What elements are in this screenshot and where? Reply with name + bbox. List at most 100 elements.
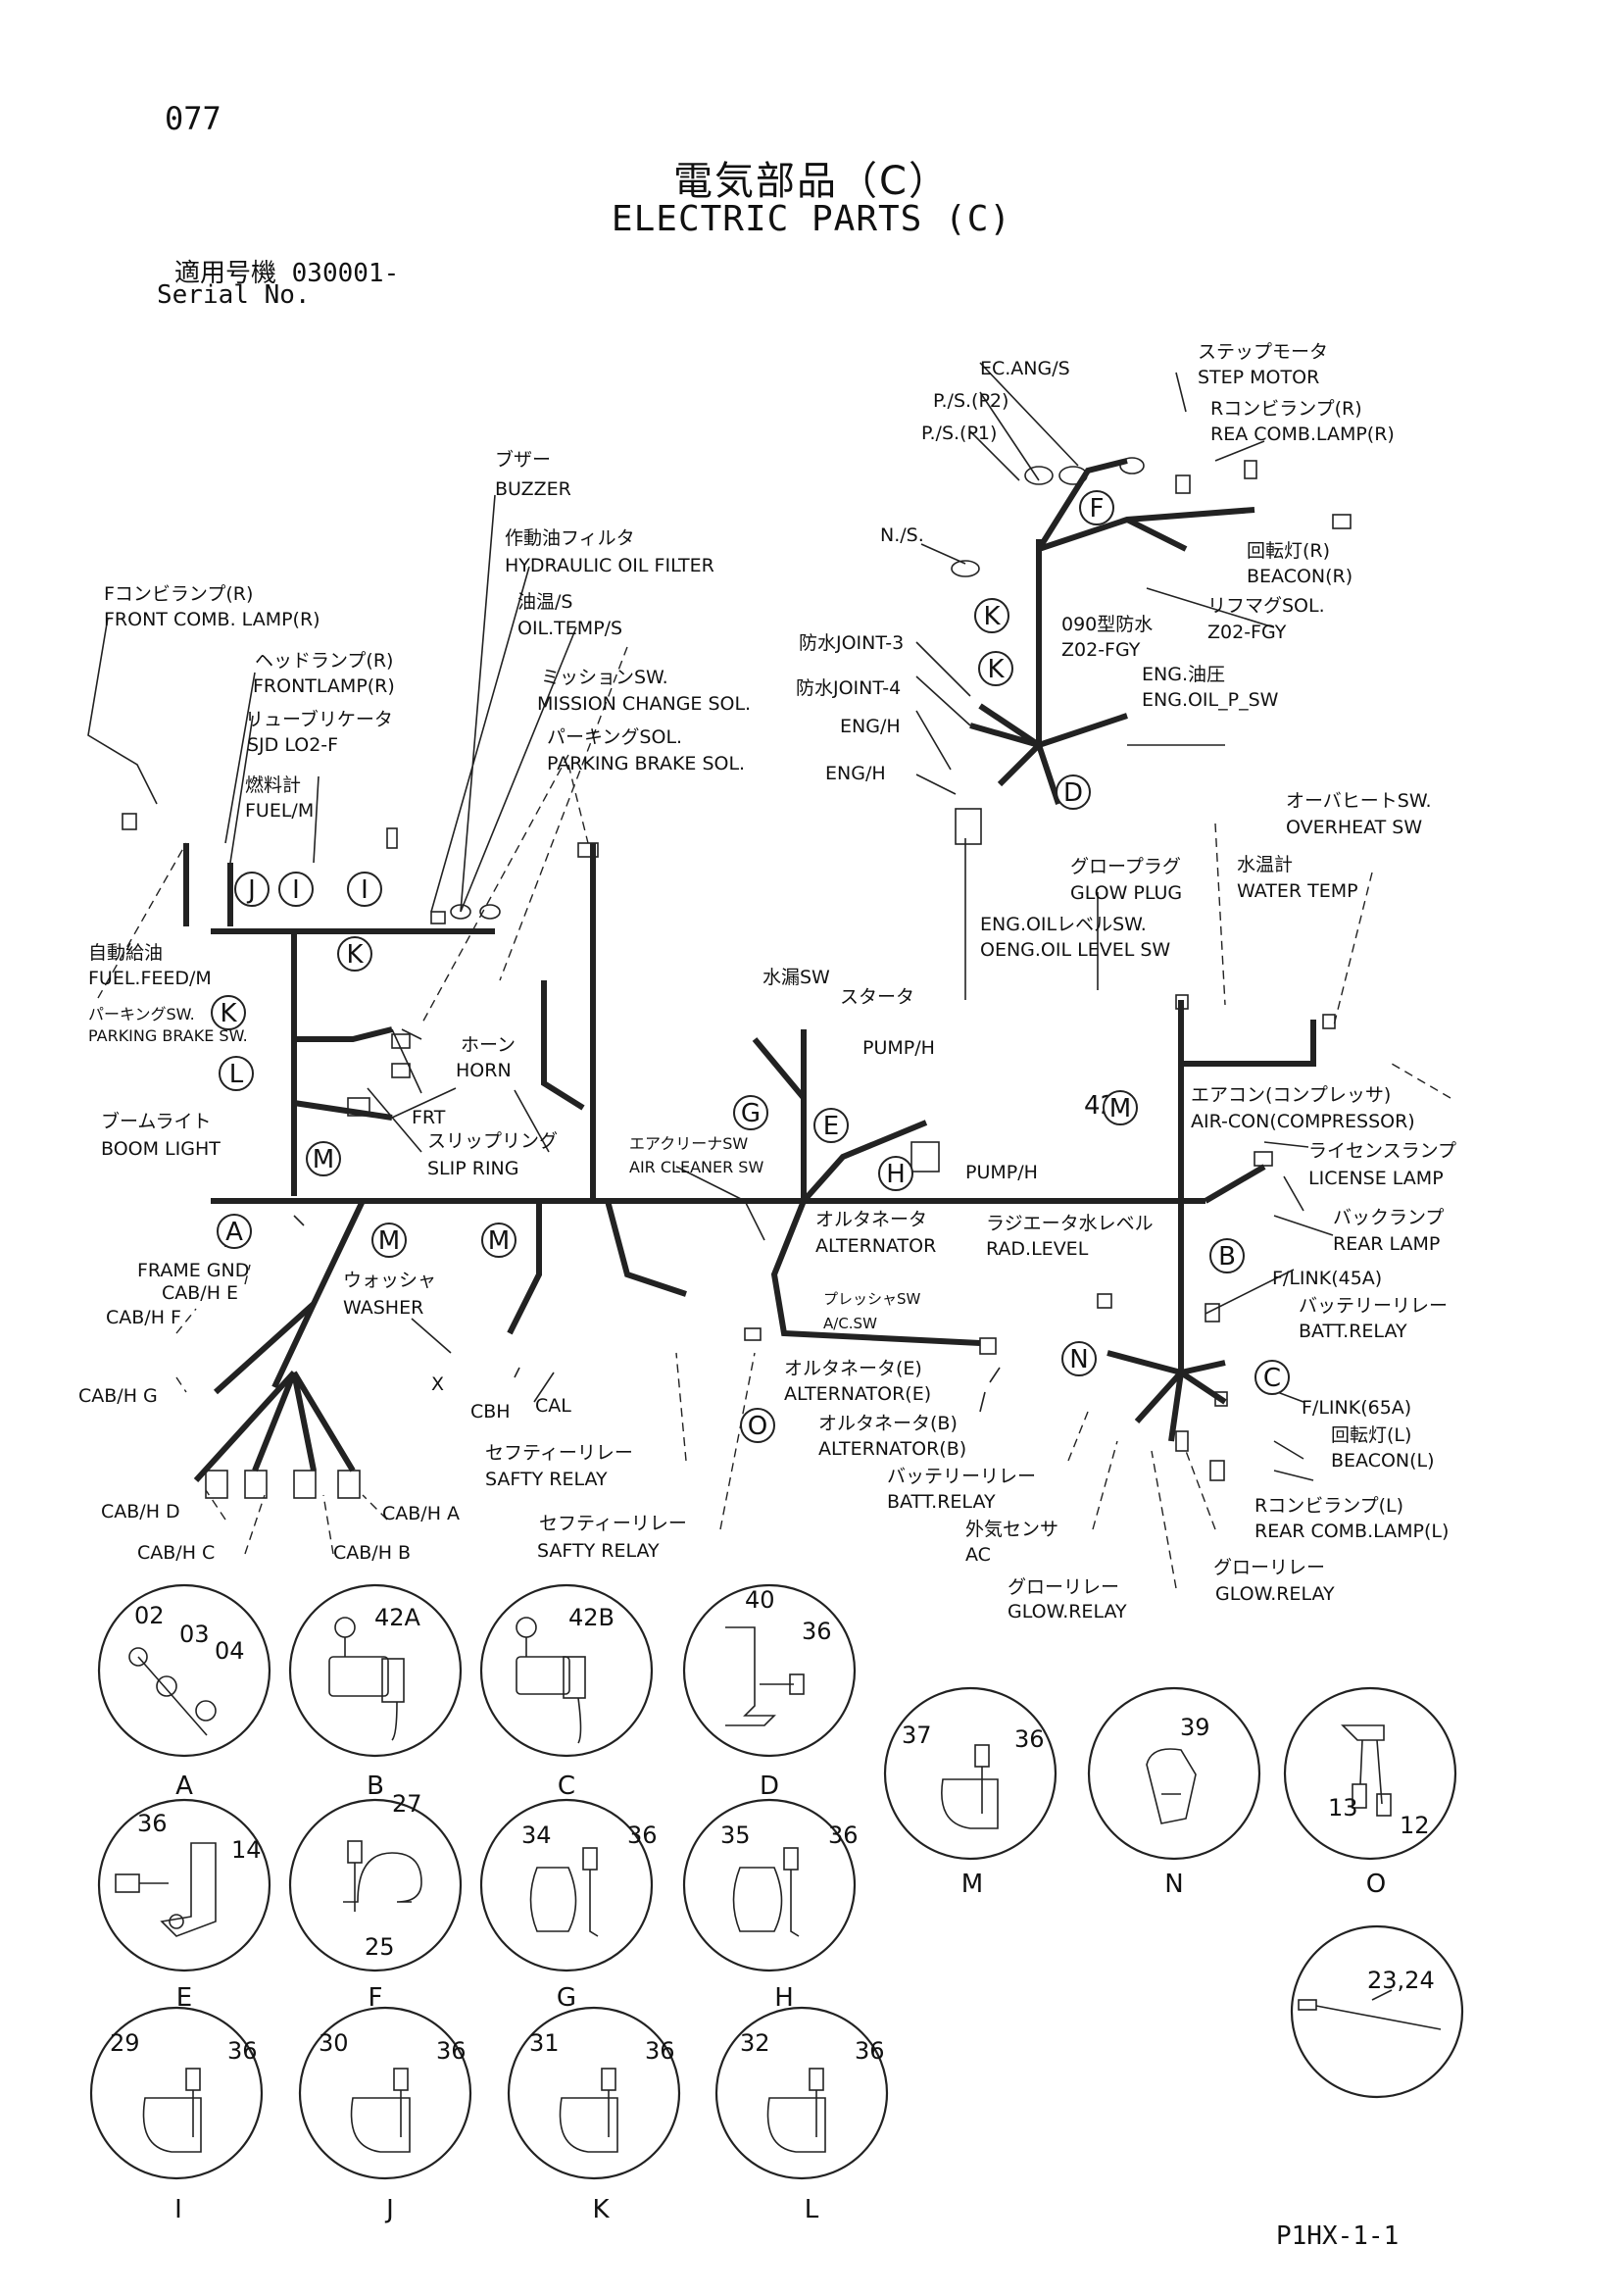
callout-f: F: [1079, 490, 1114, 525]
label-pressure-sw-jp: プレッシャSW: [823, 1290, 921, 1308]
svg-text:O: O: [748, 1412, 767, 1441]
label-frame-gnd: FRAME GND: [137, 1260, 249, 1281]
label-parking-sol-jp: パーキングSOL.: [547, 726, 682, 748]
label-batt-relay-1-jp: バッテリーリレー: [1299, 1295, 1448, 1317]
label-joint-4: 防水JOINT-4: [796, 677, 901, 699]
label-washer-jp: ウォッシャ: [343, 1270, 436, 1291]
part-12: 12: [1400, 1812, 1430, 1839]
label-parking-sw-jp: パーキングSW.: [88, 1005, 195, 1023]
label-alternator-b-en: ALTERNATOR(B): [818, 1438, 966, 1460]
label-license-lamp-jp: ライセンスランプ: [1308, 1140, 1456, 1162]
label-cab-h-f: CAB/H F: [106, 1307, 181, 1328]
detail-g-letter: G: [557, 1983, 576, 2013]
label-parking-sw-en: PARKING BRAKE SW.: [88, 1026, 248, 1045]
label-alternator-e-jp: オルタネータ(E): [784, 1358, 922, 1379]
part-36-d: 36: [802, 1618, 832, 1645]
label-glow-relay-2-jp: グローリレー: [1213, 1557, 1325, 1578]
detail-d: 40 36 D: [682, 1583, 857, 1801]
callout-l: L: [219, 1056, 254, 1091]
part-40: 40: [745, 1586, 775, 1614]
part-03: 03: [179, 1621, 210, 1648]
label-batt-relay-1-en: BATT.RELAY: [1299, 1321, 1407, 1342]
page-title-jp: 電気部品（C）: [673, 159, 950, 204]
label-rear-lamp-jp: バックランプ: [1333, 1207, 1444, 1228]
callout-m: M: [481, 1223, 516, 1258]
svg-text:M: M: [378, 1226, 400, 1256]
detail-b-letter: B: [367, 1772, 384, 1801]
label-aircon-jp: エアコン(コンプレッサ): [1191, 1084, 1391, 1106]
detail-cable-tie: 23,24: [1290, 1924, 1464, 2099]
detail-n: 39 N: [1087, 1686, 1261, 1899]
detail-i: 29 36 I: [89, 2006, 264, 2224]
label-horn-jp: ホーン: [461, 1034, 516, 1056]
svg-text:K: K: [220, 999, 237, 1028]
label-step-motor-jp: ステップモータ: [1198, 341, 1328, 363]
callout-g: G: [733, 1095, 768, 1130]
svg-text:N: N: [1069, 1345, 1088, 1374]
label-hydraulic-oil-filter-jp: 作動油フィルタ: [505, 527, 635, 549]
part-37: 37: [902, 1722, 932, 1749]
label-glow-relay-1-jp: グローリレー: [1008, 1576, 1119, 1598]
svg-text:H: H: [886, 1160, 906, 1189]
label-beacon-l-en: BEACON(L): [1331, 1450, 1435, 1472]
callout-h: H: [878, 1156, 913, 1191]
part-36-e: 36: [137, 1810, 168, 1837]
callout-i: I: [278, 872, 314, 907]
label-air-cleaner-en: AIR CLEANER SW: [629, 1158, 763, 1176]
svg-text:C: C: [1263, 1364, 1281, 1393]
detail-c-letter: C: [558, 1772, 575, 1801]
part-39: 39: [1180, 1714, 1210, 1741]
detail-f: 27 25 F: [288, 1790, 463, 2013]
label-hydraulic-oil-filter-en: HYDRAULIC OIL FILTER: [505, 555, 714, 576]
callout-d: D: [1056, 774, 1091, 810]
label-beacon-r-jp: 回転灯(R): [1247, 540, 1330, 562]
callout-m: M: [1103, 1090, 1138, 1125]
svg-text:K: K: [346, 940, 364, 970]
part-42b: 42B: [568, 1604, 615, 1631]
label-safty-relay-2-jp: セフティーリレー: [539, 1513, 687, 1534]
svg-text:M: M: [313, 1145, 334, 1174]
label-safty-relay-1-en: SAFTY RELAY: [485, 1469, 608, 1490]
label-batt-relay-2-en: BATT.RELAY: [887, 1491, 996, 1513]
part-29: 29: [110, 2029, 140, 2057]
detail-j-letter: J: [384, 2195, 394, 2224]
label-cab-h-c: CAB/H C: [137, 1542, 215, 1564]
label-alternator-e-en: ALTERNATOR(E): [784, 1383, 931, 1405]
callout-k: K: [978, 651, 1013, 686]
label-water-temp-jp: 水温計: [1237, 854, 1293, 875]
part-02: 02: [134, 1602, 165, 1629]
label-overheat-en: OVERHEAT SW: [1286, 817, 1422, 838]
label-rad-level-jp: ラジエータ水レベル: [986, 1213, 1154, 1234]
label-pressure-sw-en: A/C.SW: [823, 1315, 877, 1332]
label-glow-plug-jp: グロープラグ: [1070, 856, 1181, 877]
part-25: 25: [365, 1933, 395, 1961]
label-buzzer-jp: ブザー: [495, 448, 551, 471]
label-beacon-l-jp: 回転灯(L): [1331, 1424, 1411, 1446]
harness-wires: [183, 458, 1316, 1483]
detail-b: 42A B: [288, 1583, 463, 1801]
label-cab-h-g: CAB/H G: [78, 1385, 158, 1407]
svg-text:F: F: [1090, 494, 1105, 524]
callout-k: K: [211, 995, 246, 1030]
label-safty-relay-2-en: SAFTY RELAY: [537, 1540, 660, 1562]
label-cab-h-e: CAB/H E: [162, 1282, 238, 1304]
detail-j: 30 36 J: [298, 2006, 472, 2224]
label-eng-oil-p-en: ENG.OIL_P_SW: [1142, 689, 1279, 711]
callout-o: O: [740, 1408, 775, 1443]
label-eng-h-1: ENG/H: [840, 716, 901, 737]
label-090-jp: 090型防水: [1061, 614, 1153, 635]
label-rear-comb-lamp-l-jp: Rコンビランプ(L): [1254, 1495, 1403, 1517]
part-36-m: 36: [1014, 1725, 1045, 1753]
svg-text:D: D: [1063, 778, 1083, 808]
callout-circles: J I I K K L M M M A K K F D G E H 42 M B…: [211, 490, 1290, 1443]
label-frontlamp-en: FRONTLAMP(R): [253, 675, 395, 697]
label-alternator-b-jp: オルタネータ(B): [818, 1413, 958, 1434]
part-36-h: 36: [828, 1822, 859, 1849]
part-36-j: 36: [436, 2037, 467, 2065]
label-fuel-feed-en: FUEL.FEED/M: [88, 968, 212, 989]
svg-text:G: G: [741, 1099, 761, 1128]
label-glow-relay-1-en: GLOW.RELAY: [1008, 1601, 1127, 1622]
label-overheat-jp: オーバヒートSW.: [1286, 790, 1432, 812]
label-pump-h-1: PUMP/H: [862, 1037, 935, 1059]
part-13: 13: [1328, 1794, 1358, 1822]
